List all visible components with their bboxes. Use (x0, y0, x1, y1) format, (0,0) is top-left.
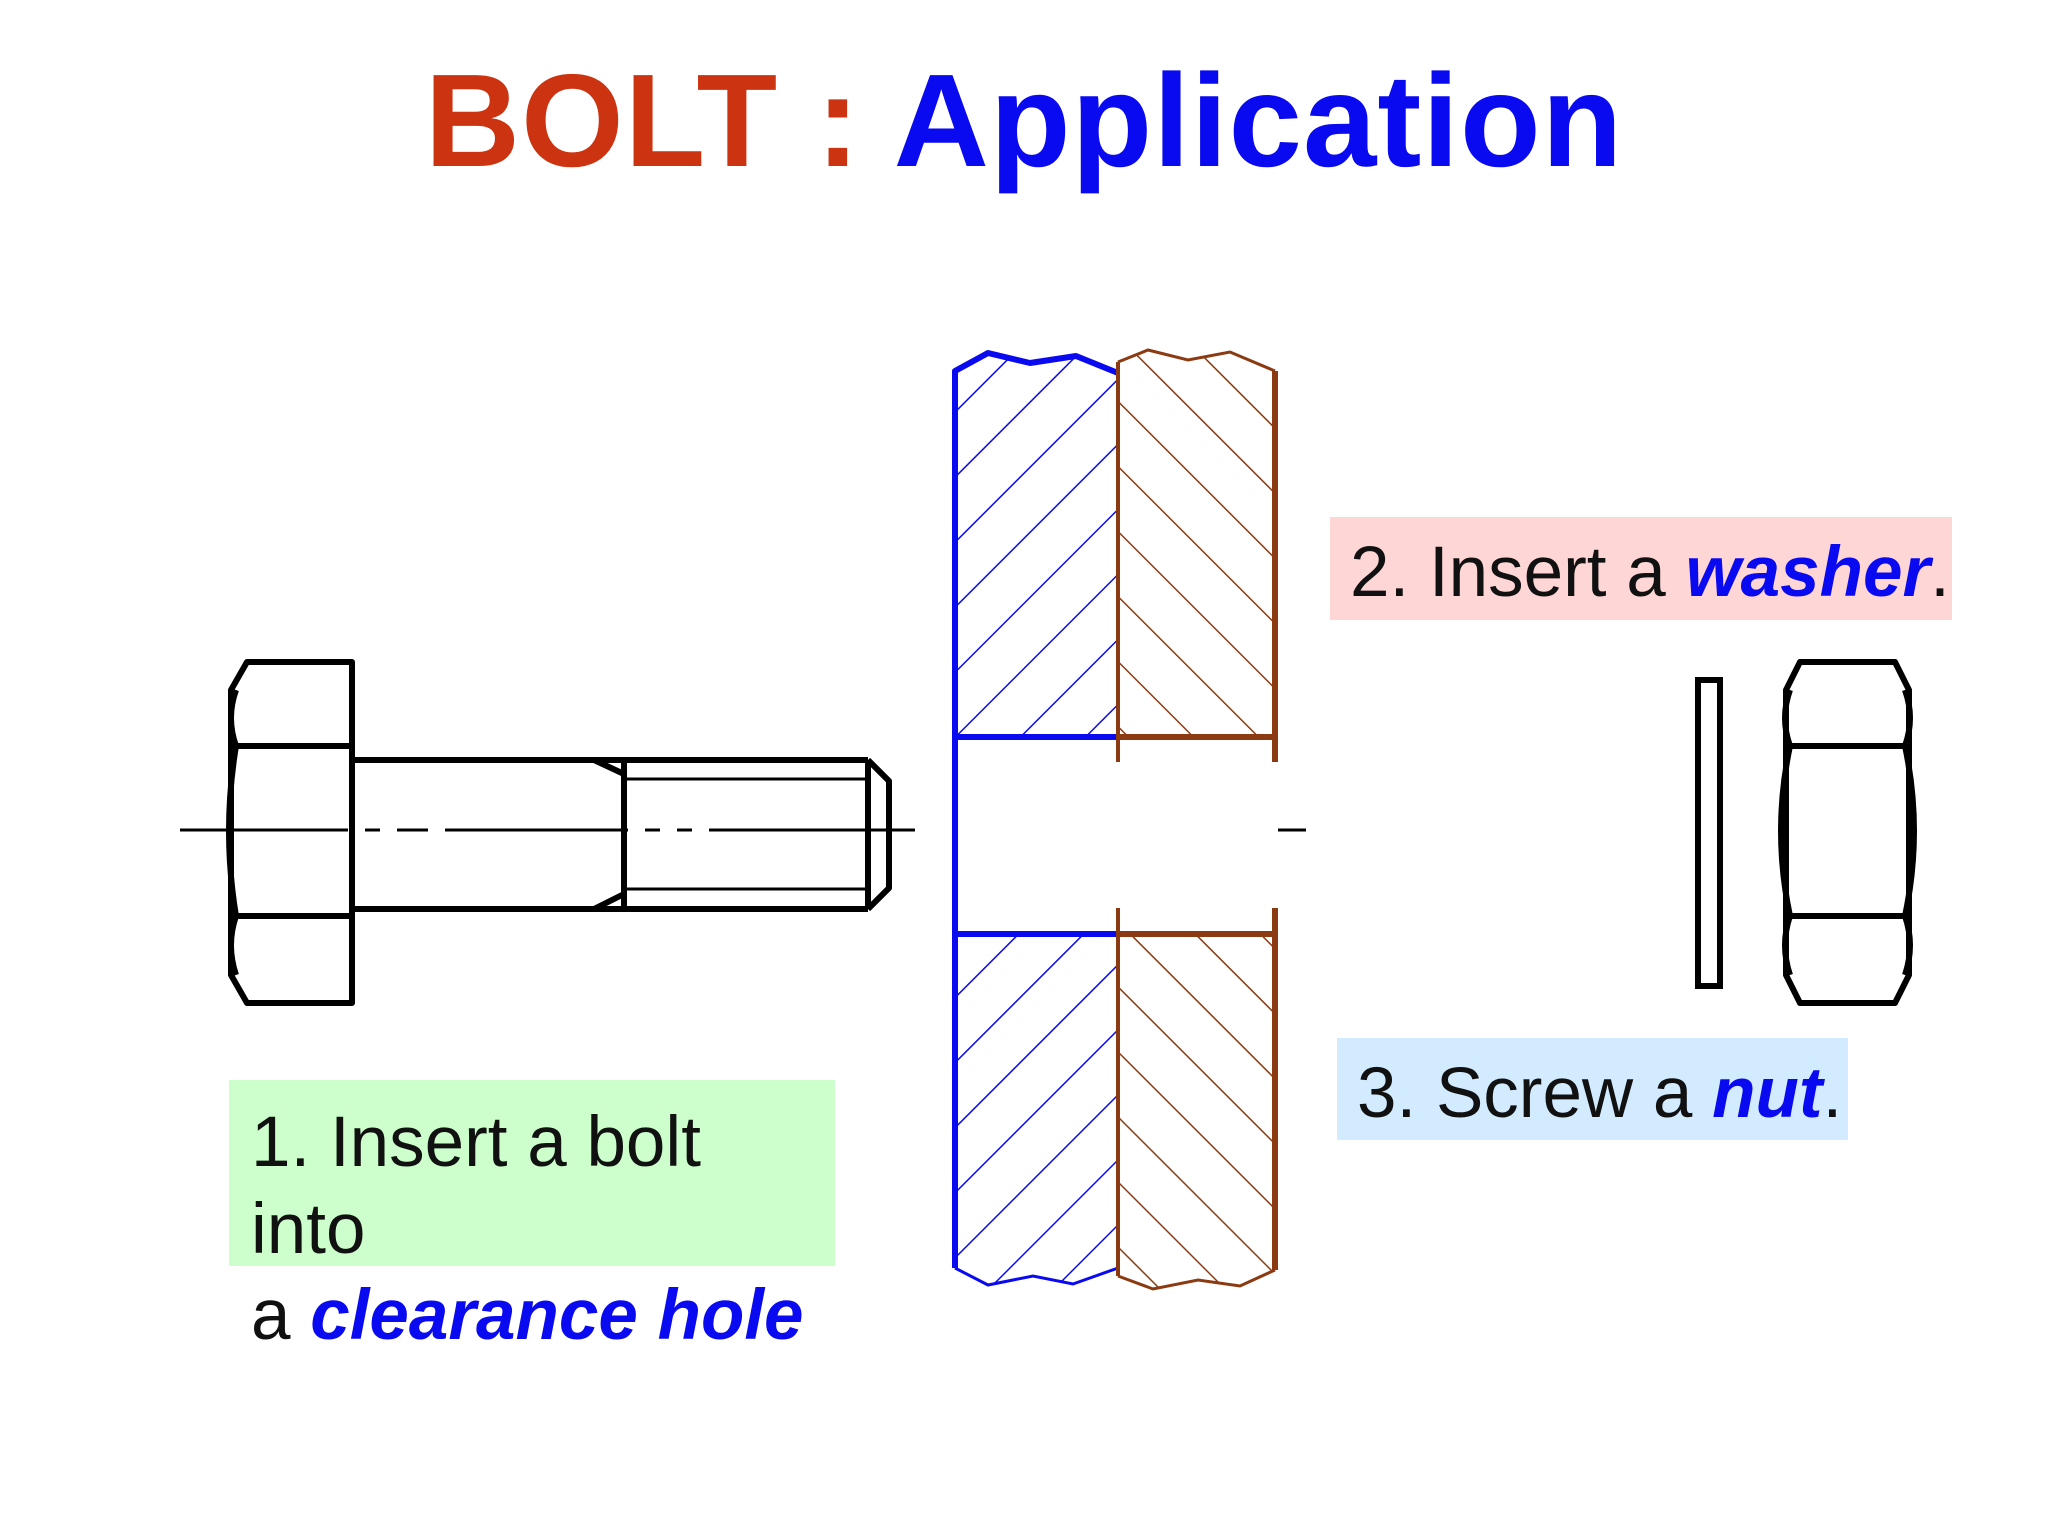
bolt-head (226, 659, 355, 1006)
title-bolt: BOLT : (424, 47, 861, 194)
step-3-label: 3. Screw a nut. (1337, 1038, 1848, 1140)
hex-nut (1778, 659, 1917, 1006)
clamped-plate-right (1116, 348, 1278, 1291)
step-3-text: 3. Screw a (1357, 1054, 1713, 1133)
step-1-highlight: clearance hole (310, 1276, 804, 1356)
step-2-suffix: . (1930, 533, 1950, 612)
clamped-plate-left (952, 350, 1120, 1287)
step-2-text: 2. Insert a (1350, 533, 1686, 612)
step-1-label: 1. Insert a bolt into a clearance hole (229, 1080, 835, 1355)
title-application: Application (893, 47, 1624, 194)
step-3-highlight: nut (1712, 1054, 1823, 1133)
step-2-label: 2. Insert a washer. (1330, 517, 1952, 620)
washer (1695, 677, 1723, 989)
page-title: BOLT : Application (0, 55, 2048, 187)
bolt-shank (352, 757, 892, 912)
step-3-suffix: . (1822, 1054, 1843, 1133)
step-1-text-line2: a (251, 1276, 311, 1356)
step-1-text: 1. Insert a bolt into (251, 1103, 701, 1269)
hex-bolt (226, 659, 892, 1006)
step-2-highlight: washer (1685, 533, 1931, 612)
